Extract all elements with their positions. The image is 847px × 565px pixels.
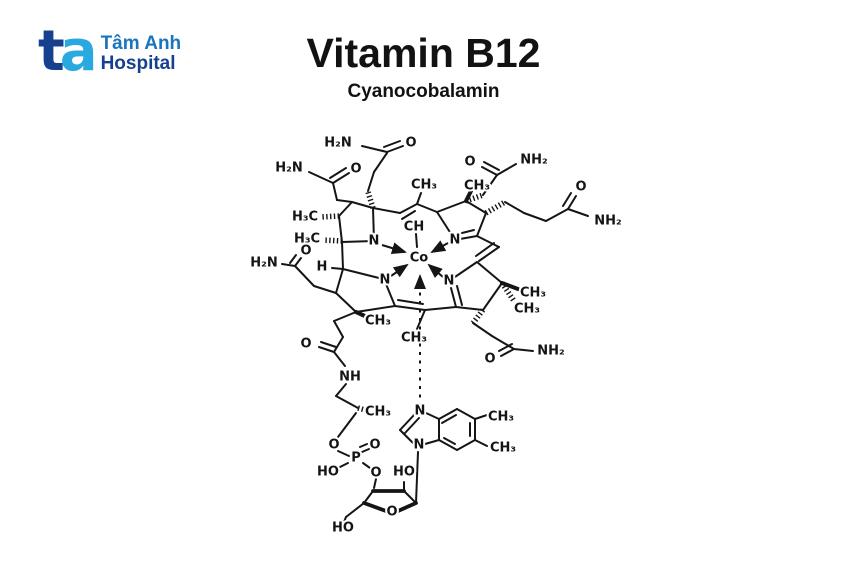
atom-label-ch: CH₃ xyxy=(514,302,540,317)
atom-label-hn: H₂N xyxy=(250,256,277,271)
atom-label-o: O xyxy=(328,438,339,453)
atom-label-ch: CH₃ xyxy=(411,178,437,193)
atom-label-hn: H₂N xyxy=(275,161,302,176)
atom-label-co: Co xyxy=(410,251,429,266)
atom-label-ch: CH₃ xyxy=(490,441,516,456)
atom-label-ch: CH xyxy=(404,220,424,235)
logo-name-line1: Tâm Anh xyxy=(100,33,182,55)
hospital-logo: ta Tâm Anh Hospital xyxy=(38,24,182,80)
page-subtitle: Cyanocobalamin xyxy=(347,81,500,102)
atom-label-hn: H₂N xyxy=(324,136,351,151)
atom-label-o: O xyxy=(484,352,495,367)
bond-lines xyxy=(281,145,589,523)
atom-label-o: O xyxy=(300,337,311,352)
atom-label-ho: HO xyxy=(393,465,415,480)
atom-label-hc: H₃C xyxy=(294,232,320,247)
atom-label-n: N xyxy=(415,404,426,419)
coordination-arrows xyxy=(381,240,449,279)
logo-text: Tâm Anh Hospital xyxy=(101,34,182,74)
page-title: Vitamin B12 xyxy=(306,30,541,76)
atom-label-n: N xyxy=(450,233,461,248)
atom-label-h: H xyxy=(317,260,328,275)
logo-ta-mark: ta xyxy=(38,24,98,80)
logo-name-line2: Hospital xyxy=(100,53,176,74)
atom-label-ch: CH₃ xyxy=(464,179,490,194)
logo-letter-a: a xyxy=(59,19,98,84)
atom-label-ch: CH₃ xyxy=(401,331,427,346)
atom-label-o: O xyxy=(350,162,361,177)
atom-label-ho: HO xyxy=(317,465,339,480)
atom-label-n: N xyxy=(380,273,391,288)
atom-label-ch: CH₃ xyxy=(520,286,546,301)
atom-label-o: O xyxy=(405,136,416,151)
stereo-wedge-bonds xyxy=(354,189,520,319)
bold-bonds xyxy=(362,489,418,513)
atom-label-nh: NH₂ xyxy=(520,153,547,168)
atom-label-nh: NH₂ xyxy=(594,214,621,229)
atom-label-hc: H₃C xyxy=(292,210,318,225)
double-bond-lines xyxy=(289,140,577,453)
atom-label-o: O xyxy=(464,155,475,170)
atom-label-o: O xyxy=(386,505,397,520)
atom-label-nh: NH xyxy=(339,370,361,385)
atom-label-ch: CH₃ xyxy=(488,410,514,425)
stereo-hash-bonds xyxy=(320,191,517,414)
atom-label-ch: CH₃ xyxy=(365,314,391,329)
atom-label-o: O xyxy=(300,244,311,259)
atom-label-o: O xyxy=(369,438,380,453)
atom-label-nh: NH₂ xyxy=(537,344,564,359)
atom-label-n: N xyxy=(414,438,425,453)
atom-label-n: N xyxy=(444,274,455,289)
atom-label-ch: CH₃ xyxy=(365,405,391,420)
atom-label-o: O xyxy=(370,466,381,481)
atom-label-o: O xyxy=(575,180,586,195)
atom-label-p: P xyxy=(351,451,361,466)
atom-label-n: N xyxy=(369,234,380,249)
atom-label-ho: HO xyxy=(332,521,354,536)
header: Vitamin B12 Cyanocobalamin xyxy=(0,30,847,103)
